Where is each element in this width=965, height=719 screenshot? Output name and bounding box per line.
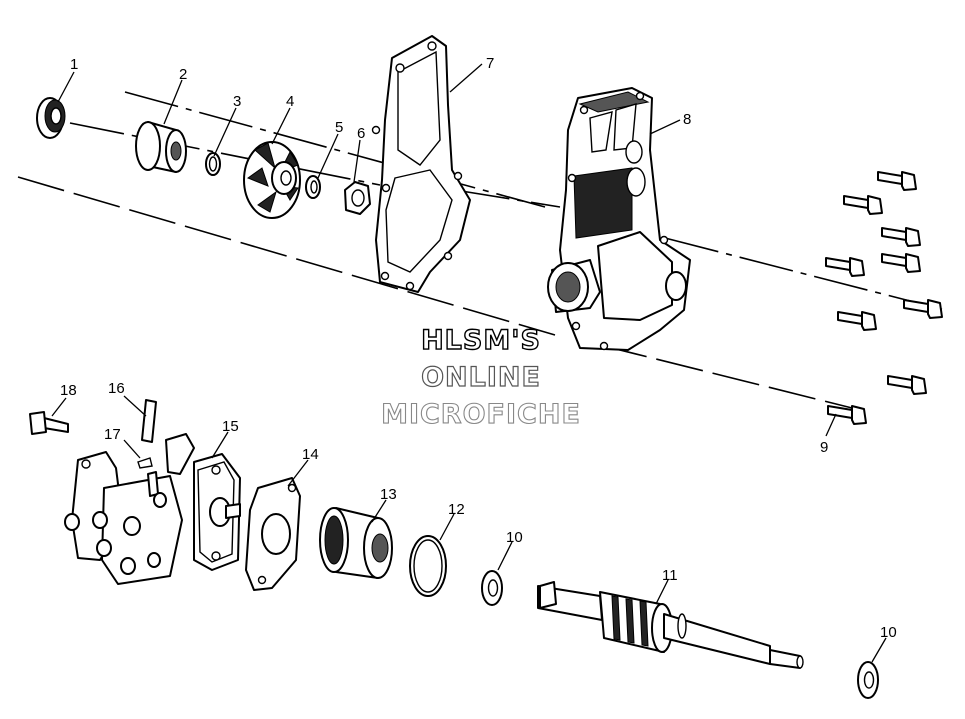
leader-11 (655, 579, 669, 605)
leader-lines (51, 63, 887, 663)
bolt-1 (877, 171, 917, 191)
callout-9: 9 (820, 439, 828, 456)
part-7-gasket (371, 35, 471, 293)
leader-3 (213, 107, 237, 157)
callout-13: 13 (380, 486, 397, 503)
axis-middle-b (454, 189, 561, 208)
bolt-3 (881, 227, 921, 247)
leader-14 (287, 459, 309, 487)
bolt-7 (837, 311, 877, 331)
bolt-5 (881, 253, 921, 273)
bolt-2 (843, 195, 883, 215)
callout-16: 16 (108, 380, 125, 397)
callout-15: 15 (222, 418, 239, 435)
callout-17: 17 (104, 426, 121, 443)
leader-7 (449, 63, 483, 93)
leader-1 (57, 71, 75, 103)
callout-7: 7 (486, 55, 494, 72)
callout-2: 2 (179, 66, 187, 83)
leader-4 (271, 107, 291, 145)
callout-10b: 10 (880, 624, 897, 641)
part-10-washer-a (481, 570, 503, 606)
part-2-bearing (135, 121, 187, 173)
part-9-bolts (825, 171, 943, 425)
leader-5 (317, 133, 339, 179)
leader-16 (123, 395, 147, 417)
watermark-line-3: MICROFICHE (381, 399, 581, 430)
part-16-pin (141, 399, 157, 443)
leader-13 (371, 499, 387, 523)
callout-11: 11 (662, 567, 678, 584)
leader-15 (211, 431, 229, 459)
bolt-8 (887, 375, 927, 395)
leader-6 (353, 139, 361, 183)
callout-14: 14 (302, 446, 319, 463)
callout-numbers: 1 2 3 4 5 6 7 8 9 10 10 11 12 13 14 15 1… (60, 55, 897, 641)
callout-6: 6 (357, 125, 365, 142)
part-15-pump-body (64, 433, 241, 585)
part-4-impeller (243, 141, 301, 219)
part-17-clip (137, 457, 153, 469)
bolt-9 (827, 405, 867, 425)
part-10-washer-b (857, 661, 879, 699)
callout-12: 12 (448, 501, 465, 518)
part-5-washer (305, 175, 321, 199)
bolt-4 (825, 257, 865, 277)
watermark: HLSM'S ONLINE MICROFICHE (381, 324, 581, 430)
callout-5: 5 (335, 119, 343, 136)
axis-lower (17, 176, 556, 336)
part-14-gasket (245, 477, 301, 591)
bolt-6 (903, 299, 943, 319)
leader-18 (51, 397, 67, 417)
part-6-nut (344, 181, 371, 215)
axis-upper-right (664, 237, 946, 311)
part-12-o-ring (409, 535, 447, 597)
leader-12 (439, 513, 455, 541)
part-3-snap-ring (205, 152, 221, 176)
watermark-line-1: HLSM'S (421, 325, 541, 356)
callout-18: 18 (60, 382, 77, 399)
callout-3: 3 (233, 93, 241, 110)
part-18-bolt (29, 411, 69, 435)
callout-1: 1 (70, 56, 78, 73)
part-11-shaft (537, 581, 804, 669)
axis-middle (69, 122, 381, 186)
leader-2 (163, 79, 183, 125)
part-8-pump-cover (547, 87, 691, 351)
part-1-seal (36, 97, 66, 139)
leader-8 (649, 119, 681, 135)
leader-17 (123, 439, 141, 459)
leader-10a (497, 541, 513, 571)
watermark-line-2: ONLINE (421, 362, 541, 393)
assembly-axes (17, 91, 946, 411)
part-13-rotor (319, 507, 393, 579)
axis-lower-right (599, 344, 861, 411)
leader-9 (825, 413, 837, 437)
leader-10b (871, 637, 887, 663)
callout-8: 8 (683, 111, 691, 128)
axis-upper (124, 91, 546, 208)
callout-4: 4 (286, 93, 294, 110)
callout-10a: 10 (506, 529, 523, 546)
